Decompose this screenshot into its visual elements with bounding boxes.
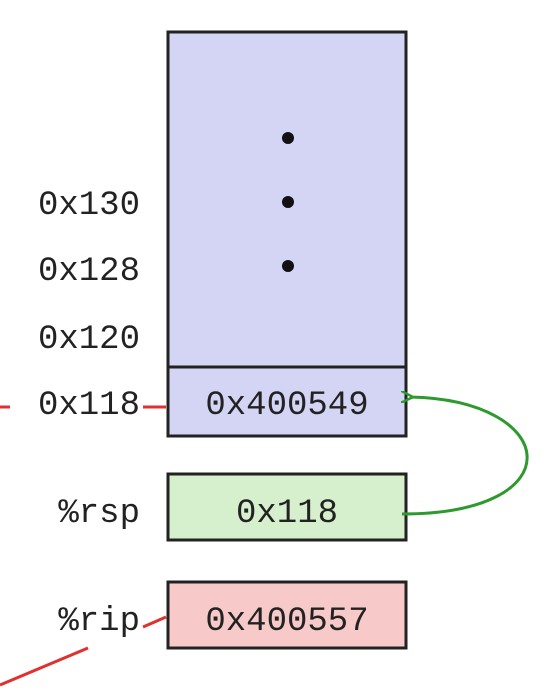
address-label-0x118: 0x118 <box>37 387 140 425</box>
rip-register-box <box>166 580 408 650</box>
rip-pointer-line <box>142 615 167 629</box>
rsp-register-box <box>166 472 408 542</box>
stack-top-value: 0x400549 <box>205 387 369 425</box>
address-label-0x130: 0x130 <box>37 187 140 225</box>
rip-register-label: %rip <box>58 603 140 641</box>
address-label-0x128: 0x128 <box>37 253 140 291</box>
ellipsis-dot <box>282 196 294 208</box>
ellipsis-dot <box>282 132 294 144</box>
ellipsis-dot <box>282 260 294 272</box>
rip-register-value: 0x400557 <box>205 603 369 641</box>
rip-pointer-line-lower <box>0 646 89 687</box>
rsp-points-to-arrow <box>402 397 529 516</box>
rsp-register-label: %rsp <box>58 495 140 533</box>
stack-region <box>166 30 408 438</box>
rsp-register-value: 0x118 <box>235 495 339 533</box>
address-label-0x120: 0x120 <box>37 321 140 359</box>
